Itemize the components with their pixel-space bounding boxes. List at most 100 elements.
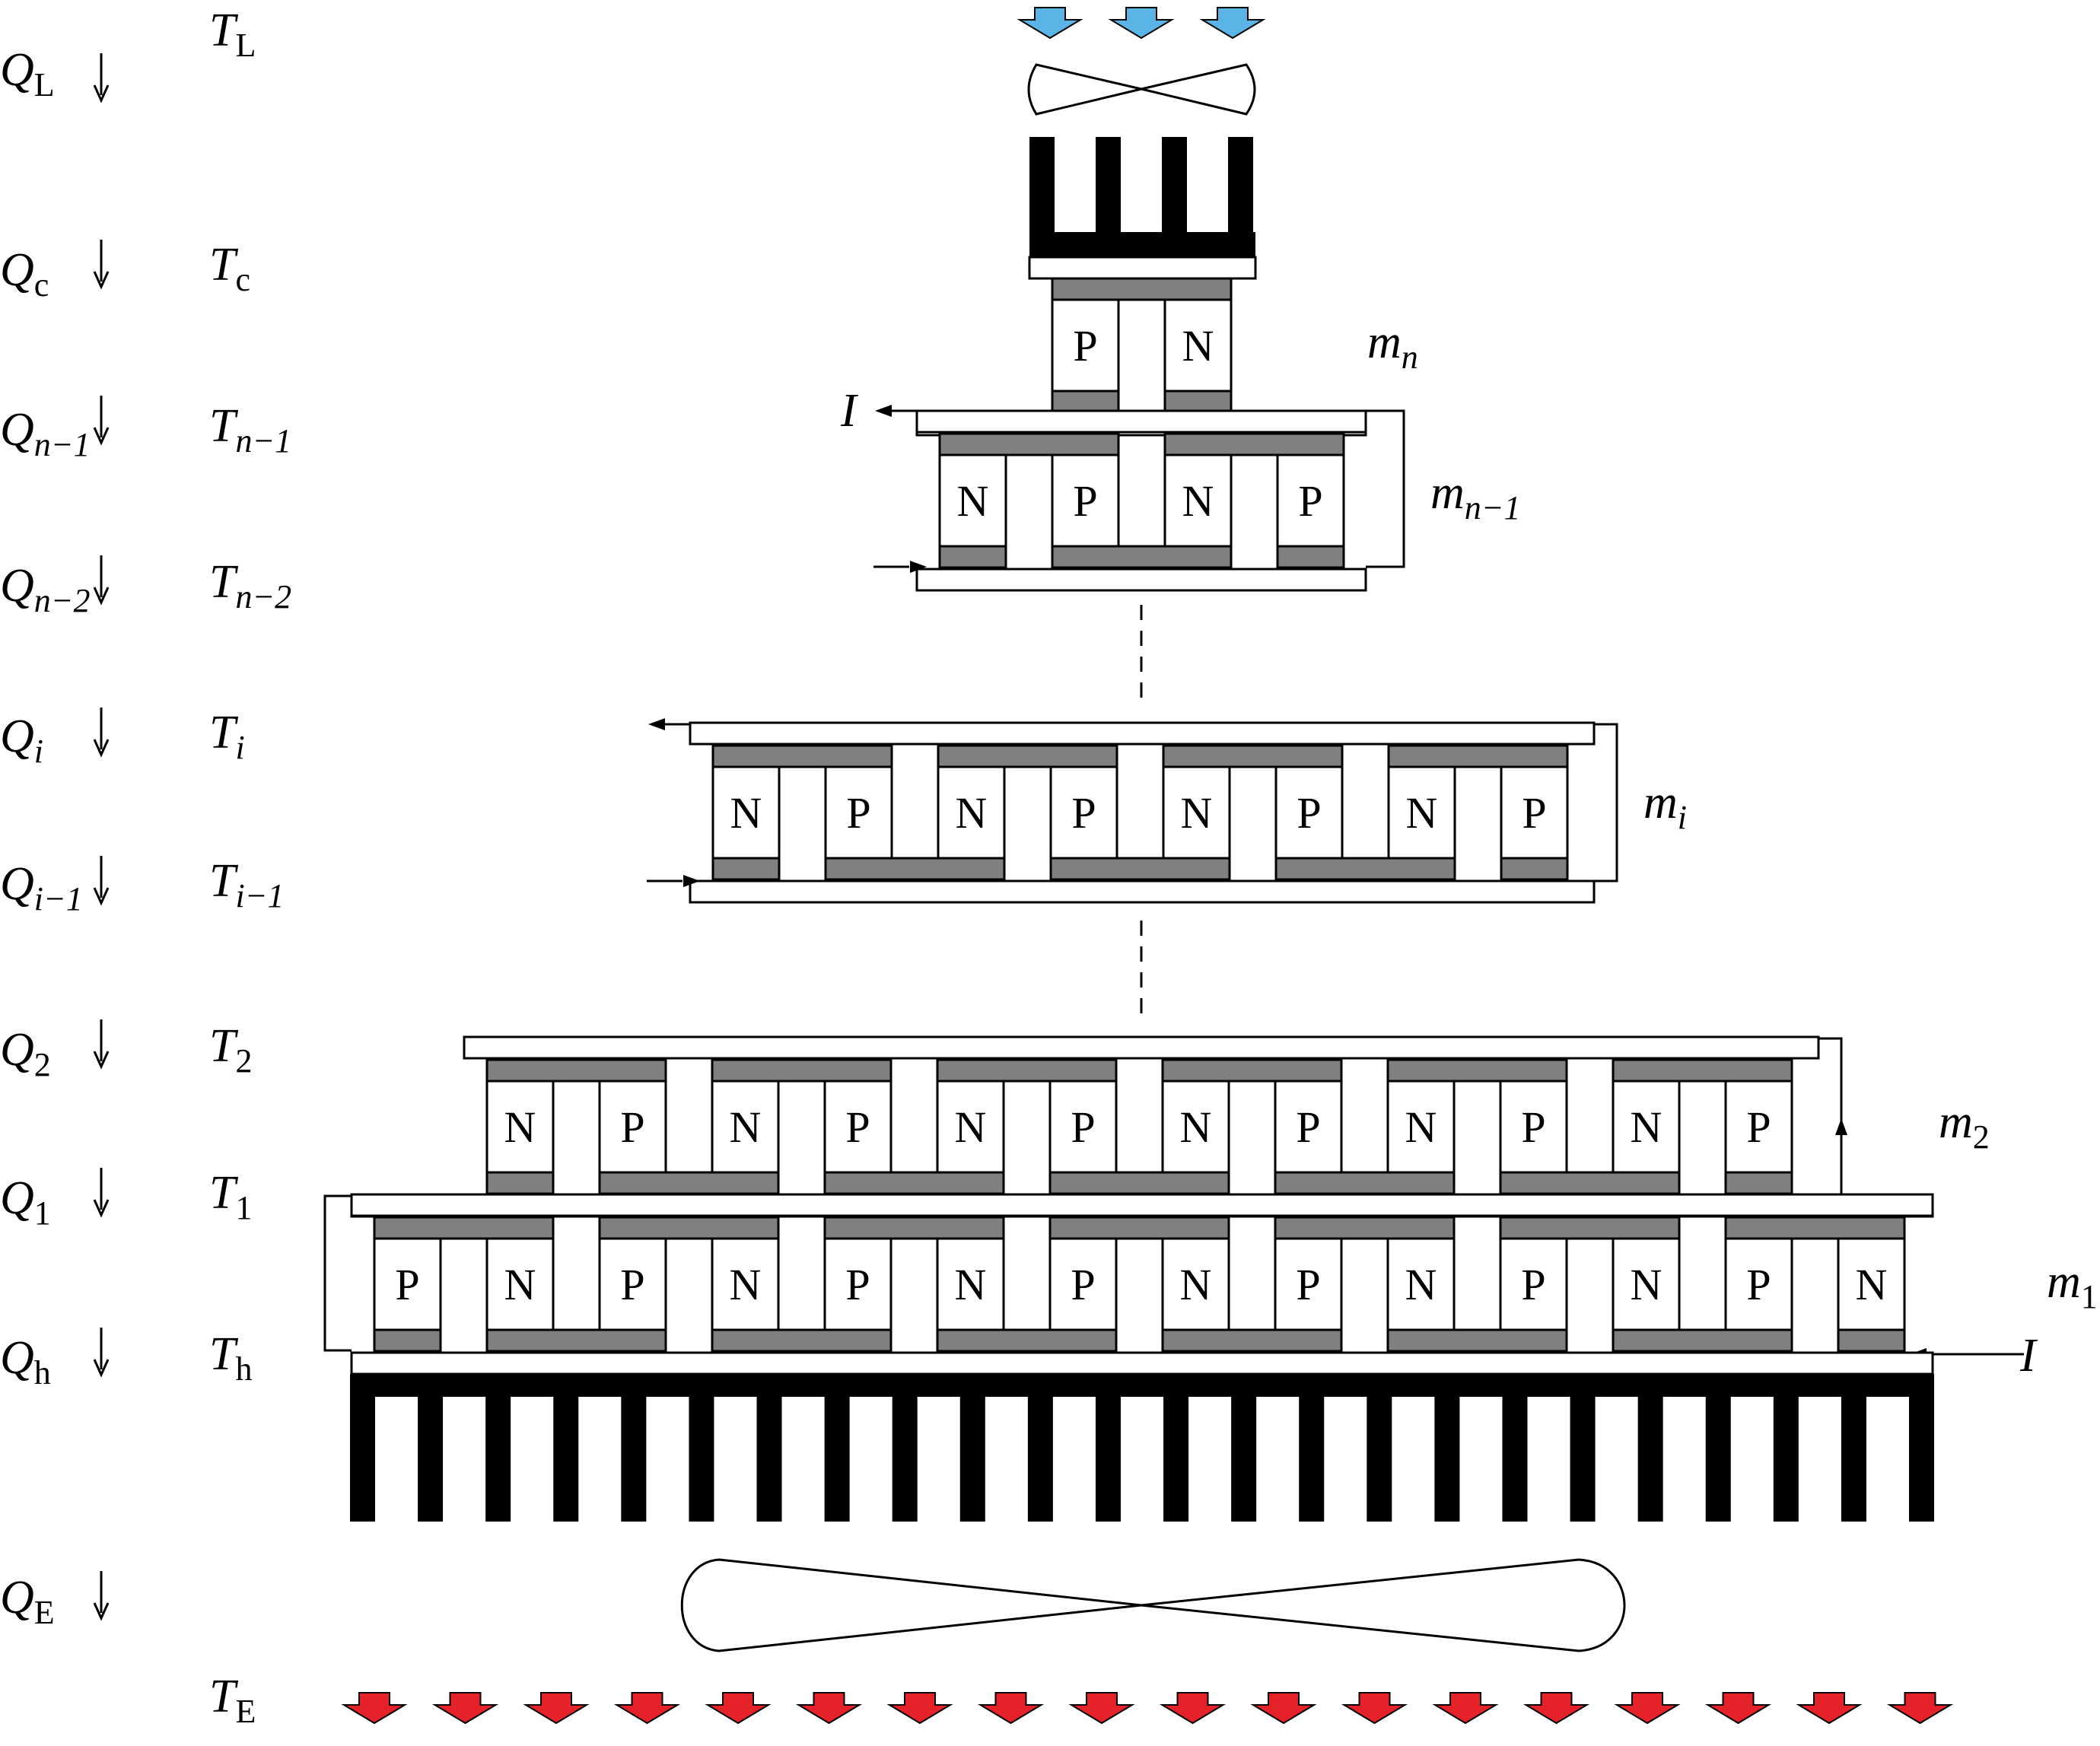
electrode-bottom [824,857,1006,881]
leg-label: N [1406,788,1438,838]
electrode-bottom [1386,1328,1568,1353]
hot-air-arrow-icon [977,1692,1045,1725]
electrode-bottom [1051,390,1120,414]
down-arrow-icon [93,1571,110,1621]
hot-air-arrow-icon [1432,1692,1499,1725]
electrode-bottom [1499,1171,1681,1195]
electrode-bottom [1051,545,1233,569]
leg-label: N [955,1260,987,1309]
leg-label: N [955,1102,987,1152]
electrode-top [937,744,1118,768]
electrode-top [1051,277,1233,301]
ceramic-plate-bottom [689,879,1596,904]
bottom-heat-sink-fin [756,1392,782,1522]
hot-air-arrow-icon [1886,1692,1954,1725]
electrode-top [485,1058,667,1083]
electrode-top [1499,1216,1681,1240]
electrode-top [1612,1058,1793,1083]
electrode-top [1724,1216,1906,1240]
arrowhead-out-i [648,718,665,730]
label-Tc: Tc [209,239,250,298]
bottom-heat-sink-fin [1299,1392,1325,1522]
electrode-bottom [1161,1328,1343,1353]
electrode-top [1048,1216,1230,1240]
bottom-heat-sink-fin [621,1392,647,1522]
electrode-bottom [485,1171,555,1195]
hot-air-arrow-icon [341,1692,408,1725]
leg-label: N [730,1260,762,1309]
bottom-heat-sink-fin [1163,1392,1189,1522]
electrode-top [1162,744,1344,768]
wire-stage-1 [323,1194,352,1352]
bottom-heat-sink-fin [1231,1392,1257,1522]
bottom-heat-sink-fin [418,1392,444,1522]
bottom-heat-sink-fin [824,1392,850,1522]
electrode-bottom [1163,390,1233,414]
bottom-heat-sink-fin [350,1392,375,1522]
down-arrow-icon [93,1019,110,1070]
leg-label: P [1297,788,1321,838]
arrowhead-stage-2 [1835,1118,1847,1135]
leg-label: N [956,788,988,838]
leg-label: P [1522,788,1546,838]
bottom-heat-sink-fin [1570,1392,1596,1522]
electrode-bottom [823,1171,1005,1195]
leg-label: N [957,476,989,526]
leg-label: N [1182,321,1214,371]
leg-label: P [1073,321,1097,371]
label-Tn1: Tn−1 [209,400,291,460]
label-T2: T2 [209,1020,252,1080]
bottom-ceramic-plate [350,1351,1934,1375]
down-arrow-icon [93,396,110,446]
bottom-heat-sink-fin [1027,1392,1053,1522]
electrode-top [1387,744,1569,768]
cold-air-arrows [1017,7,1266,40]
bottom-heat-sink-fin [1637,1392,1663,1522]
leg-label: P [845,1260,870,1309]
leg-label: P [1521,1102,1545,1152]
label-Ti1: Ti−1 [209,855,284,914]
leg-label: N [1180,1102,1212,1152]
hot-air-arrow-icon [1796,1692,1863,1725]
leg-label: N [1180,1260,1212,1309]
leg-label: P [1071,1102,1095,1152]
down-arrow-icon [93,856,110,906]
leg-label: N [504,1260,536,1309]
wire-stage-n1 [1366,409,1405,568]
top-heat-sink-fin [1162,137,1187,236]
electrode-bottom [373,1328,442,1353]
hot-air-arrow-icon [795,1692,863,1725]
top-fan-icon [1027,63,1256,116]
label-Th: Th [209,1328,252,1388]
electrode-top [373,1216,555,1240]
label-T1: T1 [209,1167,252,1226]
leg-label: P [845,1102,870,1152]
hot-air-arrow-icon [613,1692,681,1725]
down-arrow-icon [93,53,110,103]
bottom-heat-sink-fin [1367,1392,1392,1522]
down-arrow-icon [93,708,110,758]
label-mn1: mn−1 [1430,467,1520,526]
leg-label: N [1181,788,1213,838]
hot-air-arrow-icon [523,1692,590,1725]
label-QE: QE [0,1572,55,1631]
hot-air-arrow-icon [431,1692,499,1725]
hot-air-arrow-icon [1522,1692,1590,1725]
leg-label: N [1405,1102,1437,1152]
bottom-heat-sink-fin [1773,1392,1799,1522]
arrowhead-in-n1 [910,561,927,573]
electrode-top [711,1058,892,1083]
electrode-top [711,744,893,768]
label-Qn1: Qn−1 [0,404,90,463]
cold-air-arrow-icon [1108,7,1175,40]
leg-label: P [1746,1102,1771,1152]
label-Q2: Q2 [0,1024,51,1083]
leg-label: P [620,1260,644,1309]
temperature-labels: TL Tc Tn−1 Tn−2 Ti Ti−1 T2 T1 Th TE [209,5,291,1730]
cold-air-arrow-icon [1199,7,1266,40]
hot-air-arrows [341,1692,1954,1725]
heat-flow-labels: QL Qc Qn−1 Qn−2 Qi Qi−1 Q2 Q1 Qh QE [0,44,90,1631]
